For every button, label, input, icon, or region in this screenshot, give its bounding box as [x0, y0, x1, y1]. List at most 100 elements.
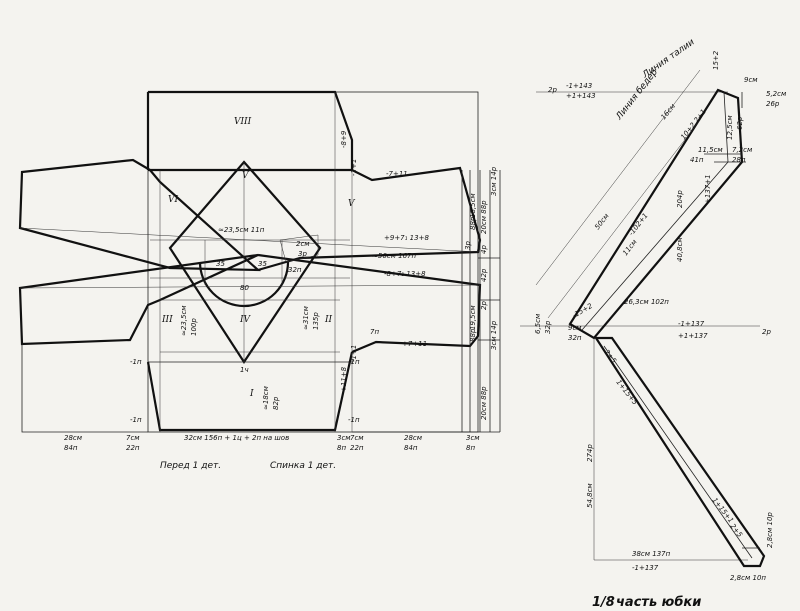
lbl-82p: 82р: [272, 396, 280, 410]
lbl-22n-2: 22п: [350, 444, 364, 452]
roman-V: V: [348, 199, 356, 209]
piece-I: [146, 351, 354, 432]
lbl-84n-2: 84п: [404, 444, 418, 452]
lbl-1n-d: -1п: [348, 416, 360, 424]
roman-VI: VI: [168, 195, 178, 205]
skirt-pattern: [520, 69, 766, 568]
lbl-1n-b: -1п: [130, 416, 142, 424]
lbl-274p: 274р: [586, 444, 594, 462]
lbl-7cm: 7см: [126, 434, 140, 442]
lbl-28cm-2: 28см: [404, 434, 423, 442]
roman-V-center: V: [242, 171, 250, 181]
lbl-20-88b: 20см 88р: [480, 386, 488, 420]
lbl-8n-2: 8п: [466, 444, 475, 452]
lbl-1n-c: -1п: [348, 358, 360, 366]
lbl-40-8: 40,8см: [676, 237, 684, 262]
lbl-3p-r: 3р: [464, 241, 472, 250]
lbl-p1-137: +1+137: [678, 332, 708, 340]
lbl-11-8: +11+8: [340, 366, 348, 392]
left-bottom: [21, 344, 148, 433]
lbl-28cm: 28см: [64, 434, 83, 442]
lbl-3-14b: 3см 14р: [490, 320, 498, 350]
lbl-56: ≈56см 167п: [372, 252, 416, 260]
roman-III: III: [161, 315, 173, 325]
lbl-10-2: 10+2,2+1: [679, 108, 708, 141]
lbl-7-11: -7+11: [386, 170, 408, 178]
lbl-p1-143: +1+143: [566, 92, 596, 100]
lbl-7n: 7п: [370, 328, 379, 336]
lbl-2-8b: 2,8см 10р: [766, 512, 774, 548]
lbl-32n: 32п: [288, 266, 302, 274]
roman-II: II: [324, 315, 333, 325]
lbl-3p: 3р: [298, 250, 307, 258]
lbl-2cm: 2см: [296, 240, 310, 248]
roman-I: I: [249, 389, 254, 399]
lbl-20-88: 20см 88р: [480, 200, 488, 234]
lbl-204p: 204р: [676, 190, 684, 208]
bodice-pattern: [18, 90, 501, 433]
lbl-6-5: 6,5см: [534, 313, 542, 334]
lbl-18-5: 18,5см: [469, 193, 477, 218]
lbl-62p: 62р: [736, 116, 744, 130]
skirt-lower-strip: [593, 336, 766, 568]
lbl-32p: 32р: [544, 320, 552, 334]
lbl-11-5: 11,5см: [698, 146, 723, 154]
piece-VIII: [146, 90, 354, 172]
lbl-7-2: 7,2см: [732, 146, 753, 154]
lbl-22n: 22п: [126, 444, 140, 452]
lbl-8-9: -8+9: [340, 130, 348, 148]
sleeve-lower-right: [257, 253, 482, 354]
lbl-23-5b: ≈23,5см: [180, 305, 188, 336]
lbl-2p-mid: 2р: [762, 328, 771, 336]
lbl-35b: 35: [258, 260, 267, 268]
caption-back: Спинка 1 дет.: [270, 461, 336, 471]
lbl-135p: 135р: [312, 312, 320, 330]
dart-box: [279, 234, 319, 263]
lbl-m1-137: -1+137: [678, 320, 705, 328]
lbl-m1-137b: -1+137: [632, 564, 659, 572]
lbl-88p: 88р: [469, 216, 477, 230]
lbl-3-14: 3см 14р: [490, 166, 498, 196]
lbl-88p-2: 88р: [469, 328, 477, 342]
lbl-38cm: 38см 137п: [632, 550, 671, 558]
lbl-35a: 35: [216, 260, 225, 268]
lbl-18: ≈18см: [262, 385, 270, 410]
lbl-5-2: 5,2см: [766, 90, 787, 98]
lbl-23-5: ≈23,5см 11п: [218, 226, 265, 234]
lbl-12-5: 12,5см: [726, 115, 734, 140]
bodice-labels: 28см 84п 7см 22п 32см 156п + 1ц + 2п на …: [64, 130, 498, 452]
lbl-7-11b: +7+11: [402, 340, 427, 348]
roman-VIII: VIII: [234, 117, 252, 127]
skirt-upper-strip: [568, 88, 744, 340]
lbl-19-5: 19,5см: [469, 305, 477, 330]
lbl-9cm: 9см: [744, 76, 758, 84]
caption-front: Перед 1 дет.: [160, 461, 221, 471]
lbl-hip-line: Линия бедер: [614, 67, 660, 122]
lbl-9cm-2: 9см: [568, 324, 582, 332]
lbl-2-8cm: 2,8см 10п: [730, 574, 766, 582]
lbl-m1-a: -1+1: [350, 159, 358, 176]
lbl-2p-top: 2р: [548, 86, 557, 94]
lbl-4p: 4р: [480, 245, 488, 254]
lbl-1-15: 1+15+5: [614, 378, 639, 407]
skirt-upper-guides: [535, 69, 701, 319]
skirt-lower-inner: [603, 345, 753, 559]
lbl-2p: 2р: [480, 301, 488, 310]
lbl-32n: 32п: [568, 334, 582, 342]
roman-IV: IV: [239, 315, 252, 325]
lbl-1n-a: -1п: [130, 358, 142, 366]
lbl-3cm-2: 3см: [466, 434, 480, 442]
sleeve-upper-left: [18, 158, 261, 272]
lbl-80: 80: [240, 284, 249, 292]
lbl-28n: 28п: [732, 156, 746, 164]
lbl-100p: 100р: [190, 318, 198, 336]
lbl-50cm: 50см: [593, 212, 611, 232]
lbl-54-8: 54,8см: [586, 483, 594, 508]
lbl-41n: 41п: [690, 156, 704, 164]
lbl-42p: 42р: [480, 268, 488, 282]
lbl-m1-b: -1+1: [350, 345, 358, 362]
sleeve-upper-right: [257, 166, 482, 272]
lbl-8-7: -8+7₁ 13+8: [384, 270, 426, 278]
skirt-small-ticks: [741, 92, 760, 549]
